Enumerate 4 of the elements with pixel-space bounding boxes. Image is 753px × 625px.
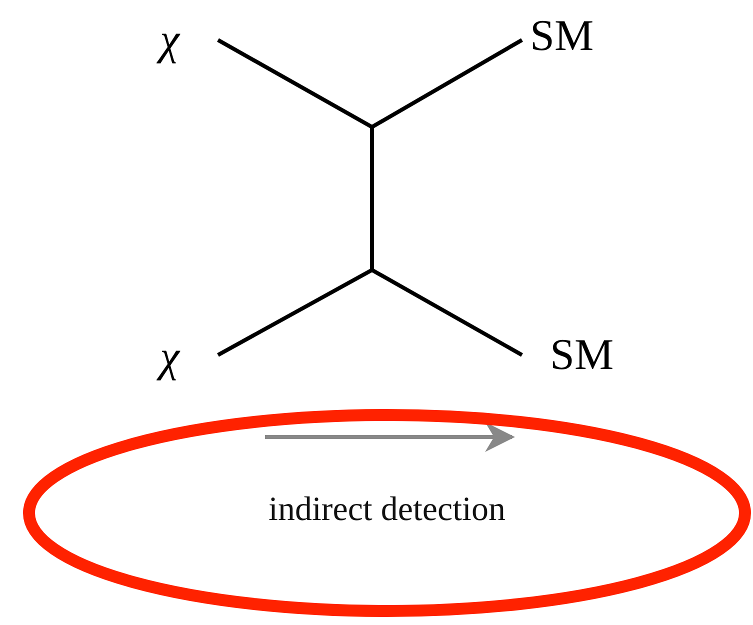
ellipse-outline (22, 408, 752, 618)
particle-label: SM (530, 14, 594, 58)
particle-label: SM (550, 333, 614, 377)
node-text: indirect detection (268, 491, 506, 529)
